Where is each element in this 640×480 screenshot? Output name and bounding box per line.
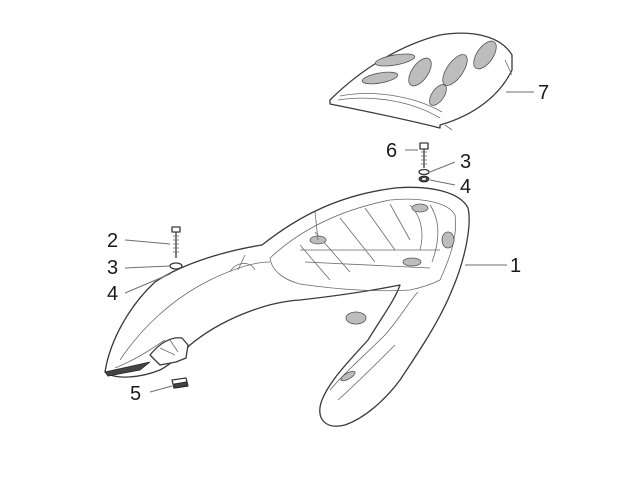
bolt-6 xyxy=(419,142,429,168)
leader-lines xyxy=(124,91,534,393)
callout-7: 7 xyxy=(538,82,549,104)
nut-4-upper xyxy=(418,175,430,183)
callout-3-lower: 3 xyxy=(107,257,118,279)
rear-rack xyxy=(104,186,470,427)
callout-2: 2 xyxy=(107,230,118,252)
callout-6: 6 xyxy=(386,140,397,162)
callout-5: 5 xyxy=(130,383,141,405)
clip-5 xyxy=(171,377,189,389)
rack-top-cover xyxy=(329,32,513,131)
washer-3-upper xyxy=(418,168,430,176)
callout-1: 1 xyxy=(510,255,521,277)
callout-3-upper: 3 xyxy=(460,151,471,173)
screw-2 xyxy=(171,226,181,258)
callout-4-lower: 4 xyxy=(107,283,118,305)
callout-4-upper: 4 xyxy=(460,176,471,198)
